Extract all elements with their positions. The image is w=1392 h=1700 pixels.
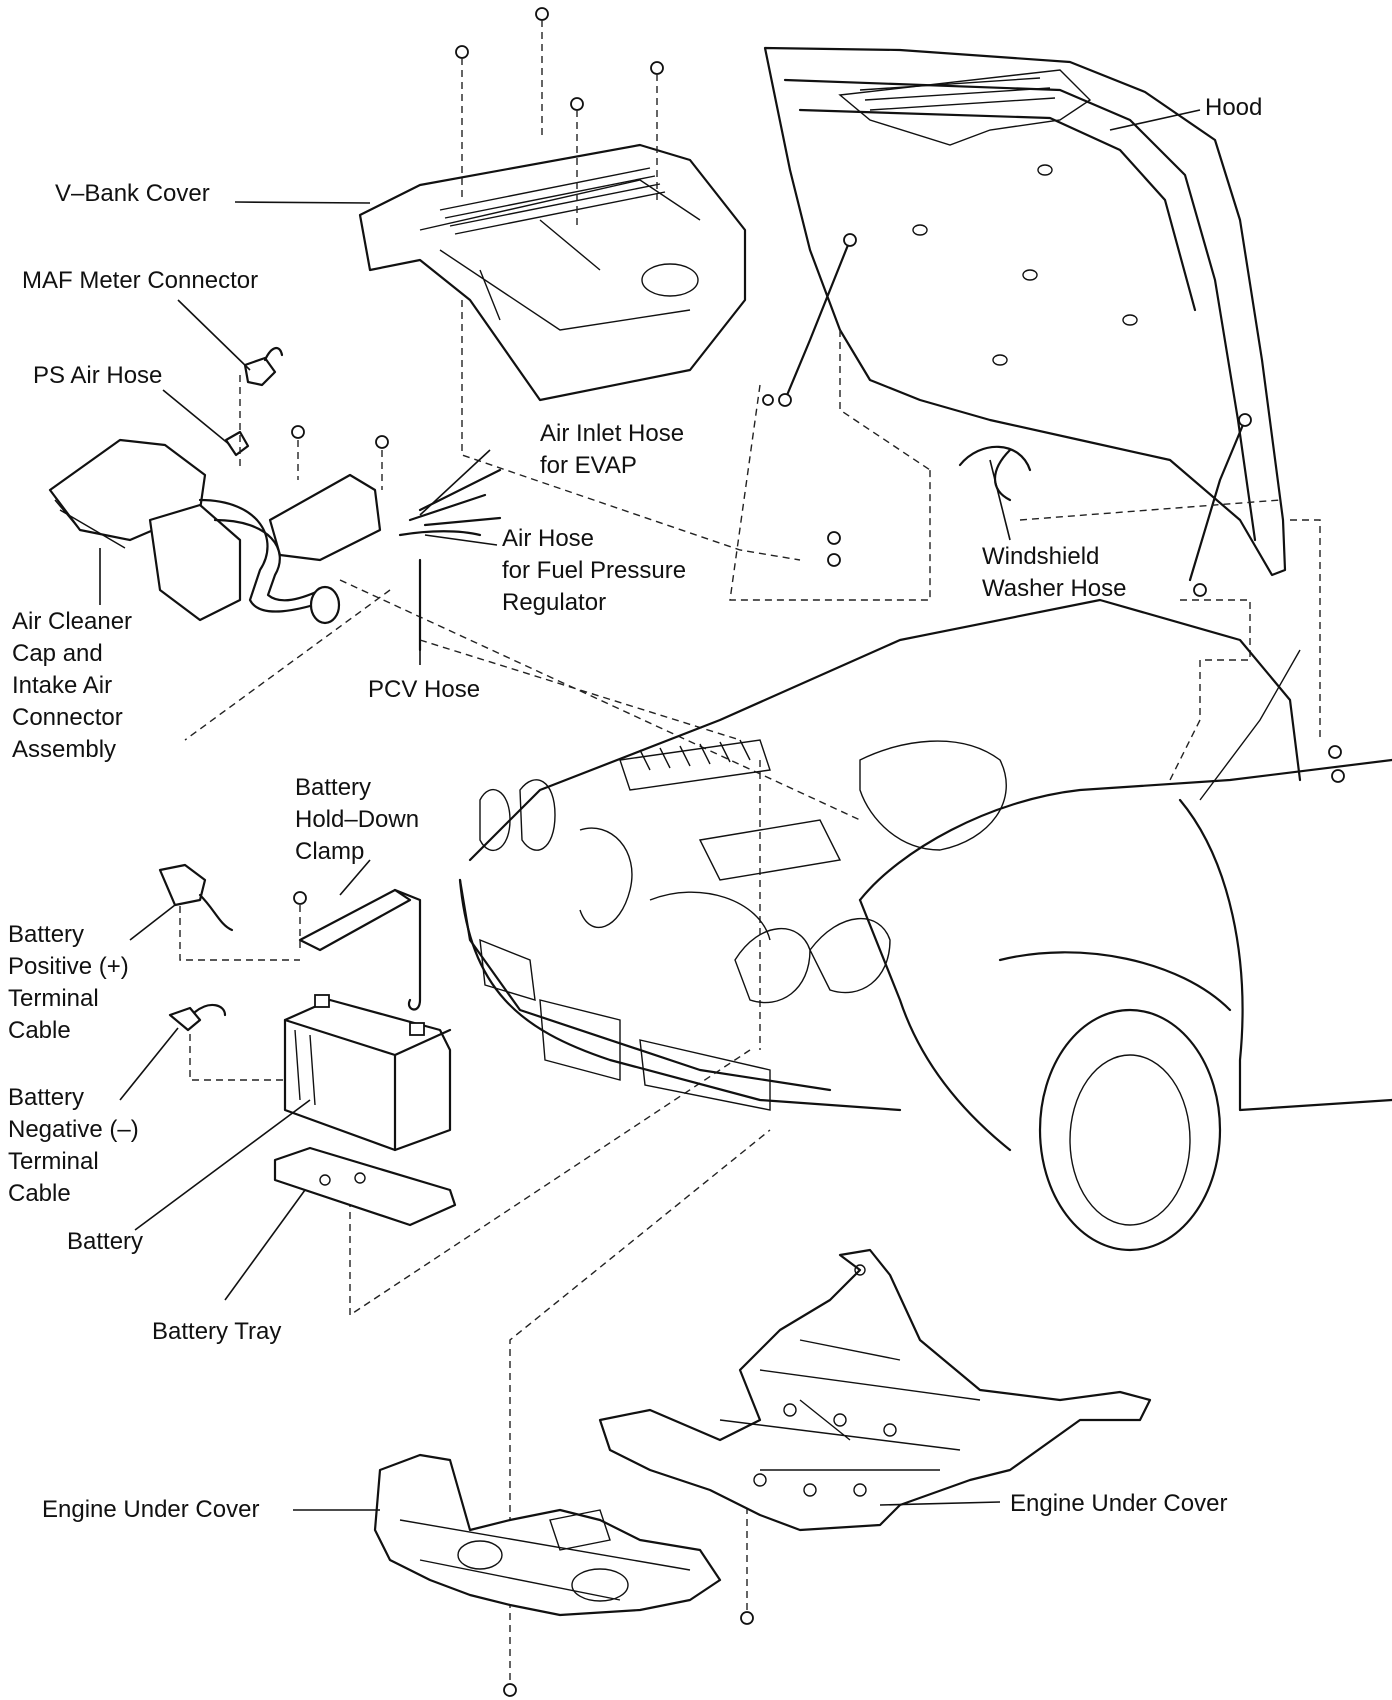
air-cleaner-part: [48, 438, 382, 625]
hose-parts: [398, 445, 1032, 652]
air-cleaner-cap-label: Air Cleaner Cap and Intake Air Connector…: [12, 608, 133, 763]
ps-air-hose-label: PS Air Hose: [33, 362, 163, 389]
v-bank-cover-label: V–Bank Cover: [55, 180, 210, 207]
hood-label: Hood: [1205, 94, 1263, 121]
maf-meter-connector-label: MAF Meter Connector: [22, 267, 259, 294]
v-bank-cover-part: [358, 143, 747, 402]
engine-under-cover-right-label: Engine Under Cover: [1010, 1490, 1228, 1517]
battery-positive-cable-label: Battery Positive (+) Terminal Cable: [8, 921, 129, 1044]
battery-group: [158, 863, 457, 1227]
bolts: [291, 7, 1345, 1697]
battery-tray-label: Battery Tray: [152, 1318, 282, 1345]
air-inlet-hose-label: Air Inlet Hose for EVAP: [540, 420, 685, 479]
windshield-washer-hose-label: Windshield Washer Hose: [982, 543, 1127, 602]
car-body: [458, 598, 1392, 1252]
engine-under-cover-right-part: [598, 1248, 1152, 1532]
hood-part: [762, 46, 1287, 597]
engine-under-cover-left-label: Engine Under Cover: [42, 1496, 260, 1523]
battery-hold-down-clamp-label: Battery Hold–Down Clamp: [295, 774, 420, 865]
battery-negative-cable-label: Battery Negative (–) Terminal Cable: [8, 1084, 139, 1207]
leader-lines: [99, 109, 1201, 1511]
engine-under-cover-left-part: [373, 1453, 722, 1617]
battery-label: Battery: [67, 1228, 144, 1255]
pcv-hose-label: PCV Hose: [368, 676, 481, 703]
small-parts: [224, 347, 284, 457]
air-hose-fpr-label: Air Hose for Fuel Pressure Regulator: [502, 525, 687, 616]
